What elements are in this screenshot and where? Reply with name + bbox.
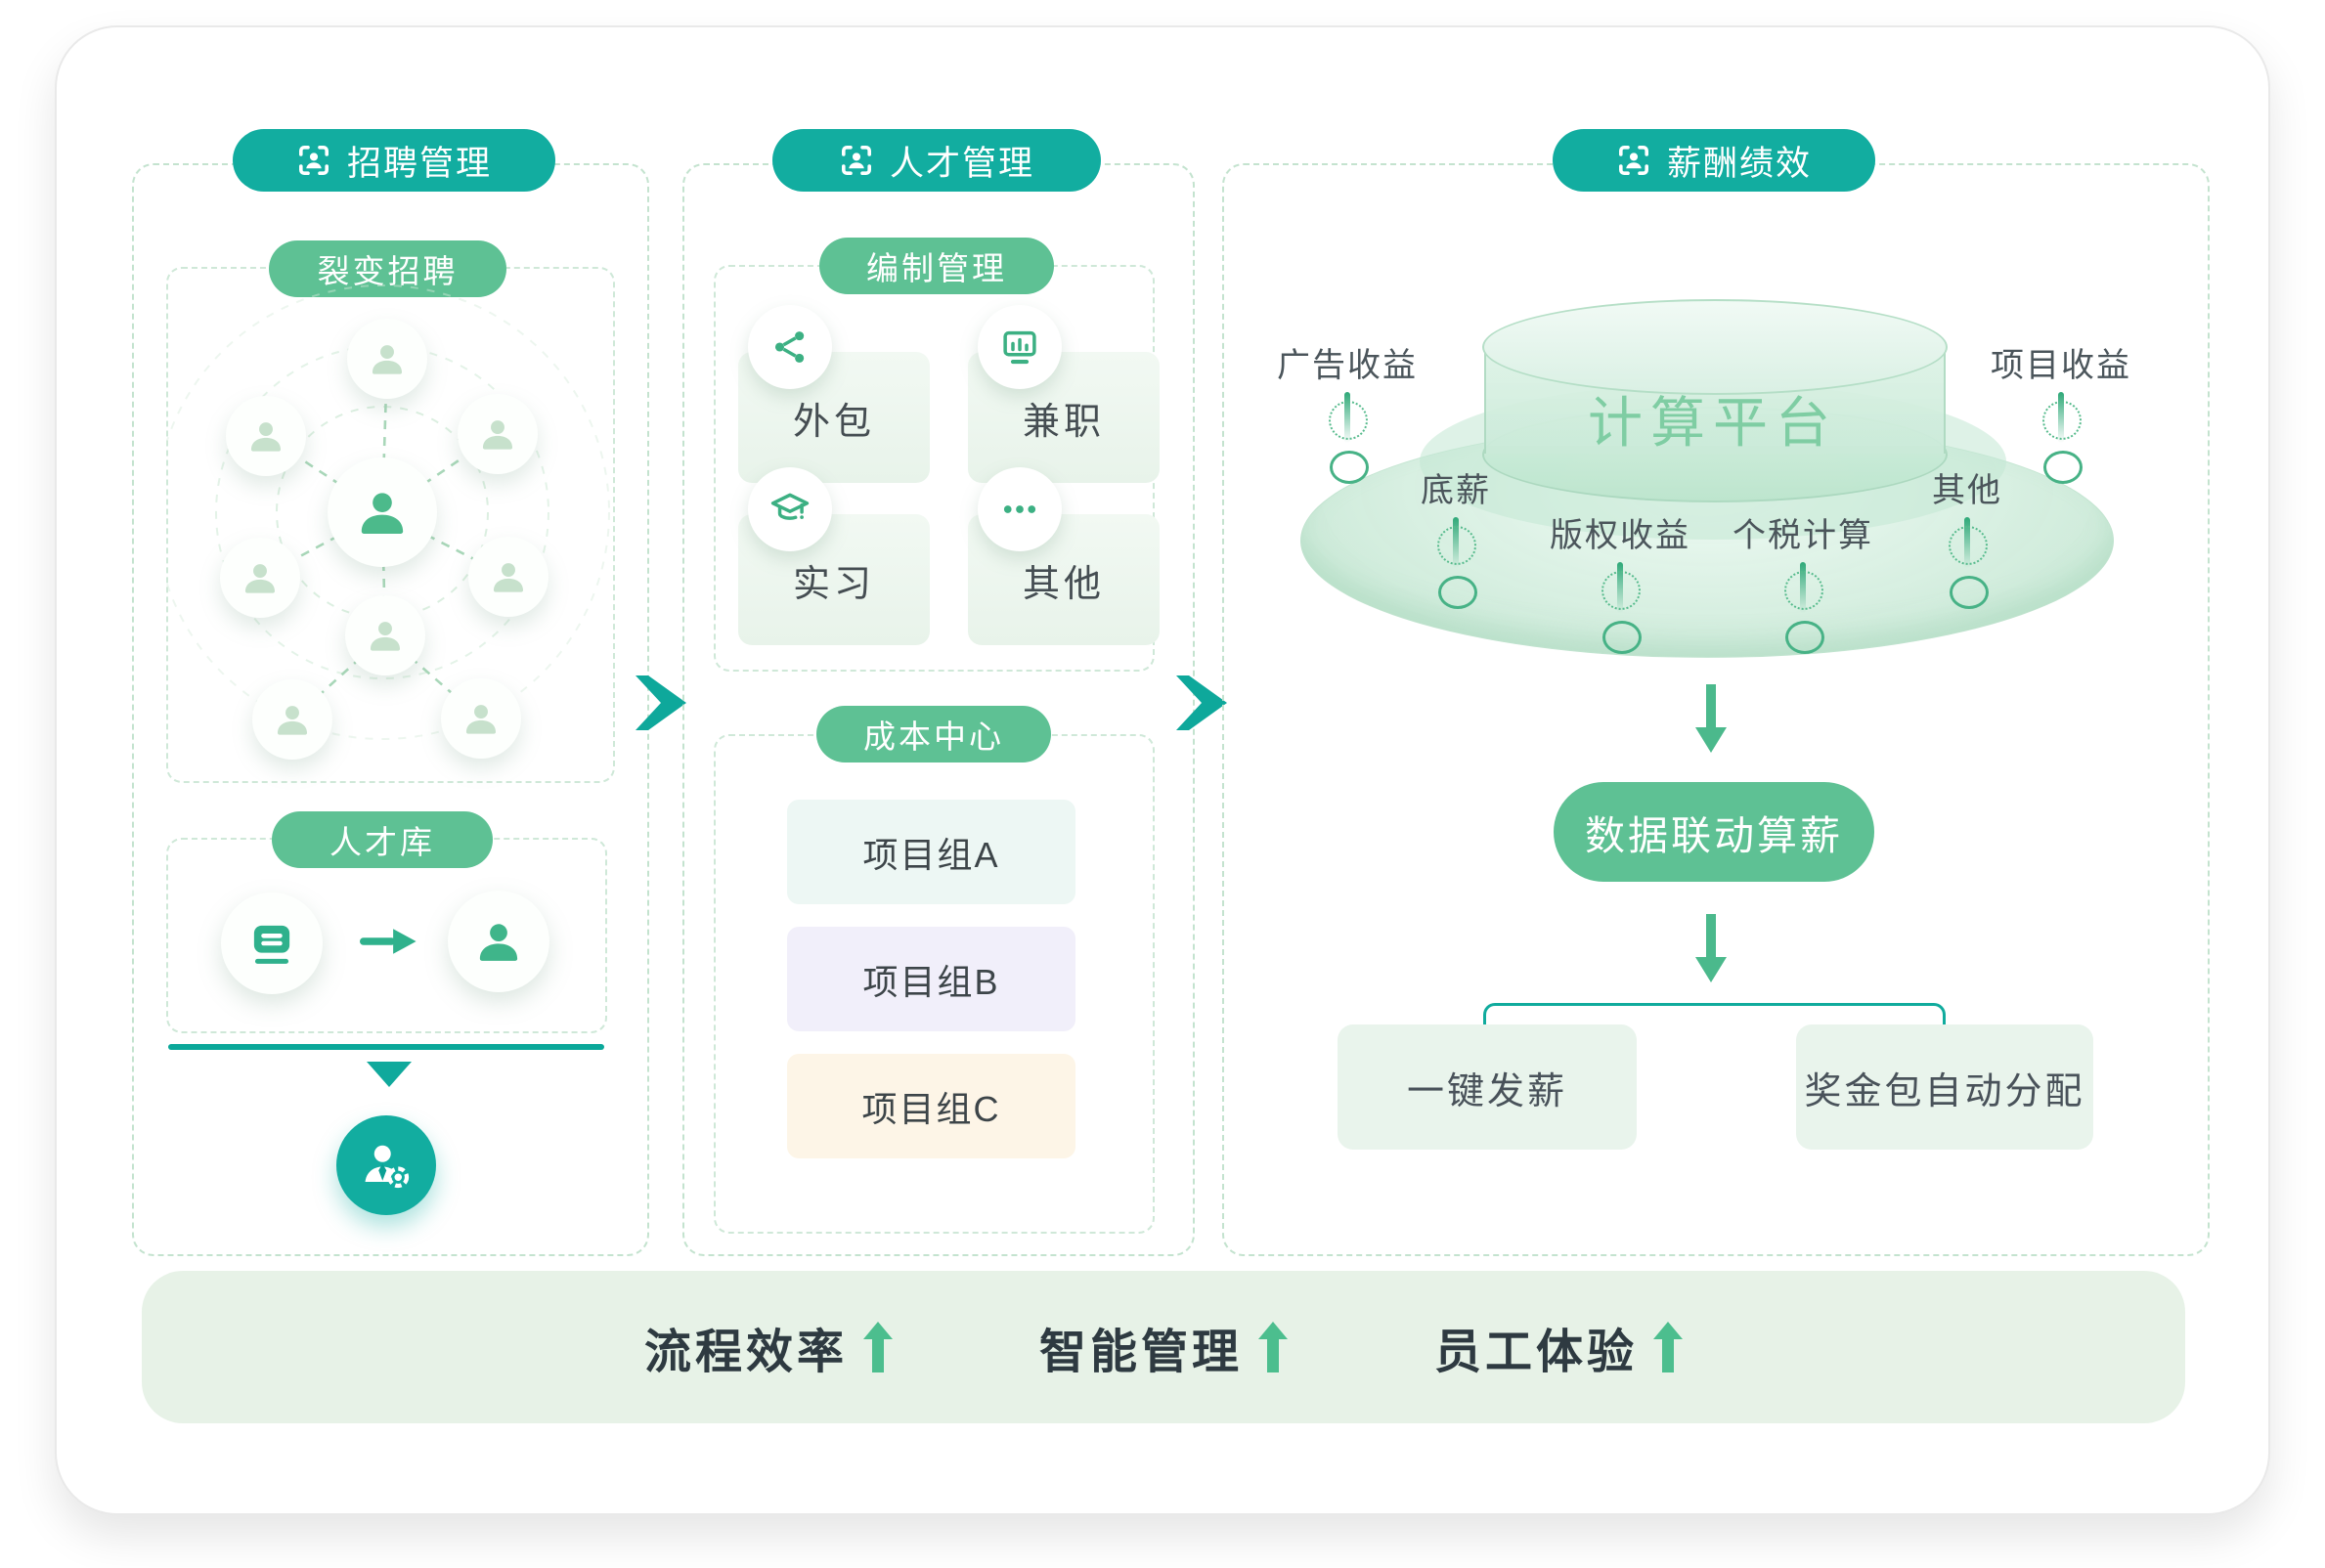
cost-center-title-label: 成本中心 [863, 719, 1004, 755]
network-person-node [345, 595, 425, 675]
network-person-node [458, 394, 538, 474]
project-group-a: 项目组A [787, 800, 1075, 904]
talent-pool-title-pill: 人才库 [272, 811, 493, 868]
pin-copyright-revenue: 版权收益 [1513, 508, 1728, 654]
pin-marker [1433, 517, 1478, 609]
banner-item-employee-experience: 员工体验 [1434, 1313, 1684, 1381]
arrow-right-icon [360, 927, 422, 956]
pin-marker [2039, 392, 2084, 484]
output-bonus-distribution: 奖金包自动分配 [1796, 1024, 2093, 1150]
pin-ad-revenue: 广告收益 [1240, 338, 1455, 484]
hired-employee-circle [336, 1115, 436, 1215]
candidate-circle [448, 891, 549, 992]
presentation-chart-icon [978, 305, 1062, 389]
person-icon [471, 914, 526, 969]
resume-circle [221, 893, 323, 994]
recruitment-header: 招聘管理 [233, 129, 555, 192]
banner-item-process-efficiency: 流程效率 [644, 1313, 893, 1381]
resume-icon [243, 915, 300, 972]
payroll-header: 薪酬绩效 [1553, 129, 1875, 192]
talent-header-label: 人才管理 [889, 144, 1034, 183]
staffing-cell-label: 实习 [792, 563, 875, 605]
output-label: 一键发薪 [1406, 1070, 1567, 1112]
platform-label: 计算平台 [1588, 392, 1838, 454]
fission-title-label: 裂变招聘 [317, 253, 459, 289]
scan-person-icon [839, 143, 874, 178]
recruitment-header-label: 招聘管理 [346, 144, 492, 183]
process-pill: 数据联动算薪 [1554, 782, 1874, 882]
pin-label: 版权收益 [1550, 517, 1690, 554]
person-gear-icon [357, 1136, 416, 1195]
staffing-cell-intern: 实习 [738, 467, 930, 645]
pin-label: 项目收益 [1991, 347, 2131, 384]
pin-marker [1598, 562, 1643, 654]
pin-other: 其他 [1860, 463, 2075, 609]
project-group-c: 项目组C [787, 1054, 1075, 1158]
share-icon [748, 305, 832, 389]
pin-marker [1780, 562, 1825, 654]
network-person-node [220, 538, 300, 618]
chevron-right-icon [636, 675, 686, 730]
pin-base-salary: 底薪 [1348, 463, 1563, 609]
staffing-cell-parttime: 兼职 [968, 305, 1160, 483]
staffing-title-pill: 编制管理 [819, 238, 1054, 294]
pin-label: 个税计算 [1733, 517, 1873, 554]
graduation-cap-icon [748, 467, 832, 551]
pin-project-revenue: 项目收益 [1953, 338, 2169, 484]
payroll-header-label: 薪酬绩效 [1666, 144, 1812, 183]
staffing-title-label: 编制管理 [866, 250, 1007, 286]
staffing-cell-label: 其他 [1022, 563, 1105, 605]
arrow-up-icon [1653, 1322, 1684, 1372]
staffing-cell-label: 外包 [792, 401, 875, 443]
project-group-b: 项目组B [787, 927, 1075, 1031]
banner-label: 员工体验 [1434, 1327, 1639, 1378]
network-person-node [468, 537, 548, 617]
platform-cylinder-top [1482, 299, 1948, 395]
network-person-node [441, 678, 521, 759]
pin-tax-calculation: 个税计算 [1695, 508, 1910, 654]
output-one-click-payroll: 一键发薪 [1338, 1024, 1637, 1150]
pin-label: 其他 [1932, 472, 2002, 509]
arrow-up-icon [1258, 1322, 1288, 1372]
talent-pool-title-label: 人才库 [329, 824, 435, 860]
benefits-banner: 流程效率 智能管理 员工体验 [142, 1271, 2185, 1423]
scan-person-icon [1616, 143, 1651, 178]
pin-marker [1945, 517, 1990, 609]
process-label: 数据联动算薪 [1585, 813, 1843, 858]
network-person-node [252, 679, 332, 760]
split-bracket [1483, 1003, 1946, 1027]
talent-header: 人才管理 [772, 129, 1101, 192]
arrow-down-icon [1693, 914, 1729, 984]
cost-center-title-pill: 成本中心 [816, 706, 1051, 762]
banner-item-smart-management: 智能管理 [1039, 1313, 1288, 1381]
staffing-cell-label: 兼职 [1022, 401, 1105, 443]
scan-person-icon [296, 143, 331, 178]
network-person-node [347, 319, 427, 399]
pin-label: 底薪 [1421, 472, 1491, 509]
network-center-person-node [328, 457, 437, 567]
network-person-node [226, 396, 306, 476]
pin-marker [1325, 392, 1370, 484]
triangle-down-icon [367, 1062, 412, 1087]
project-group-label: 项目组C [861, 1088, 1001, 1129]
arrow-up-icon [862, 1322, 893, 1372]
arrow-down-icon [1693, 684, 1729, 755]
staffing-cell-outsourcing: 外包 [738, 305, 930, 483]
staffing-cell-other: 其他 [968, 467, 1160, 645]
banner-label: 流程效率 [643, 1327, 848, 1378]
chevron-right-icon [1176, 675, 1227, 730]
output-label: 奖金包自动分配 [1804, 1070, 2085, 1112]
fission-title-pill: 裂变招聘 [269, 240, 506, 297]
banner-label: 智能管理 [1038, 1327, 1243, 1378]
pool-divider-line [168, 1044, 604, 1050]
ellipsis-icon [978, 467, 1062, 551]
pin-label: 广告收益 [1277, 347, 1418, 384]
project-group-label: 项目组B [862, 961, 1000, 1002]
project-group-label: 项目组A [862, 834, 1000, 875]
